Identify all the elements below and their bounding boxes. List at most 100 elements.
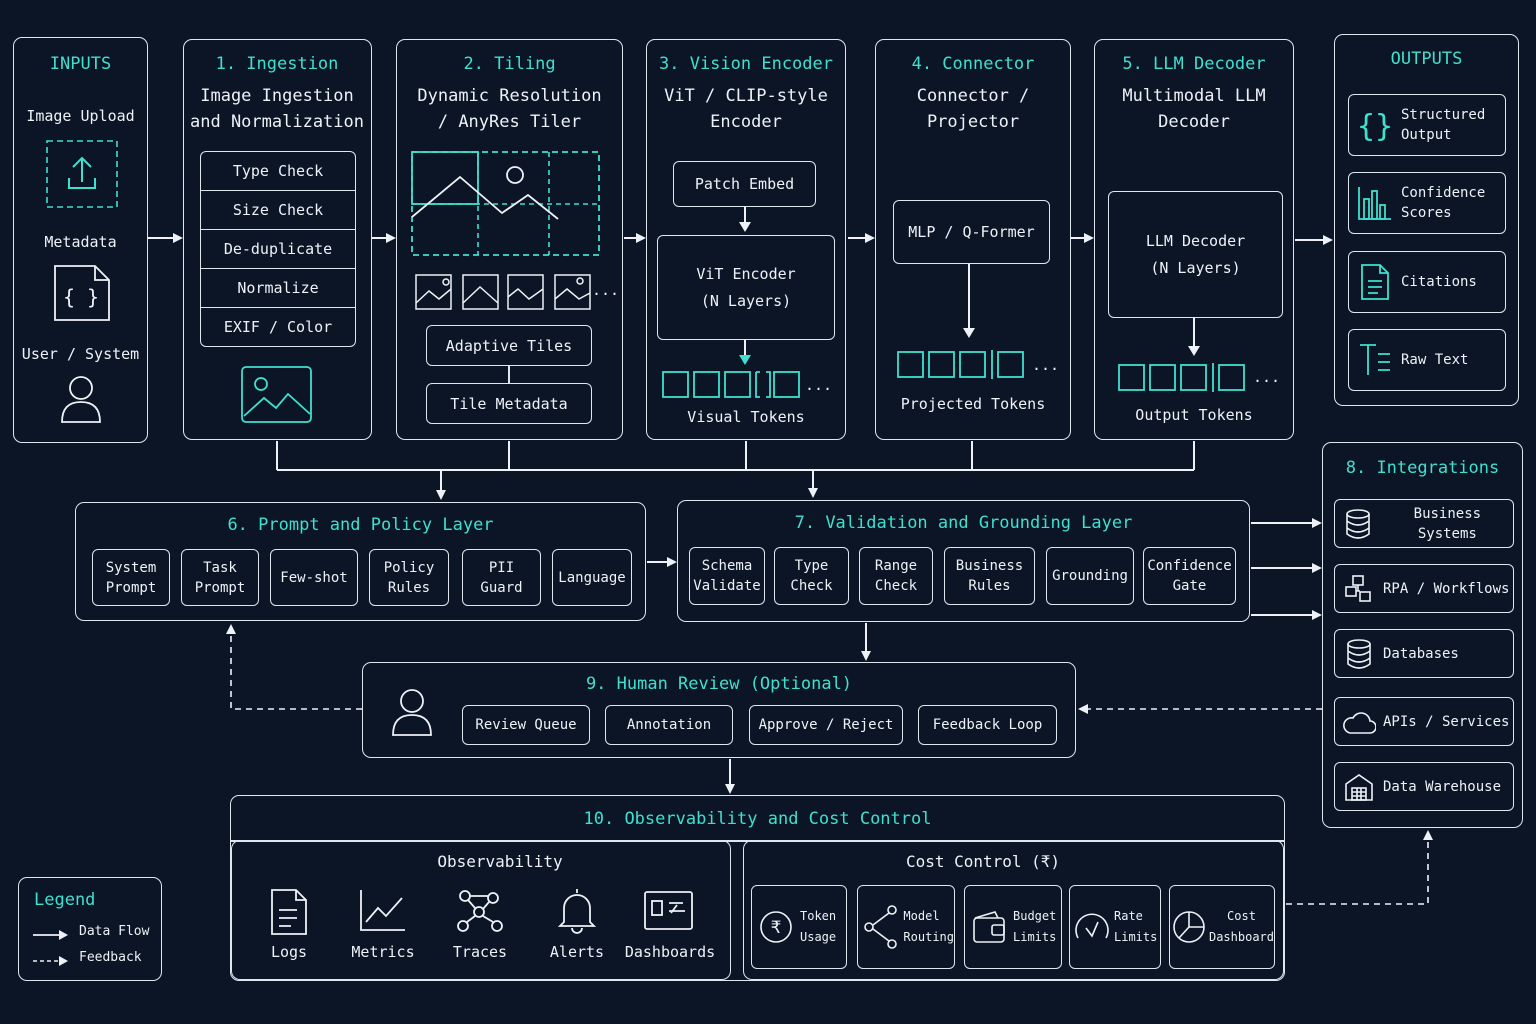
few-shot-box: Few-shot: [270, 549, 358, 606]
business-rules-box: Business Rules: [944, 547, 1035, 605]
output-structured: {} Structured Output: [1348, 94, 1506, 156]
document-icon: [269, 888, 309, 940]
output-citations: Citations: [1348, 251, 1506, 313]
tile-thumbnails: [415, 273, 615, 317]
ingestion-title: 1. Ingestion: [215, 54, 339, 74]
ingestion-steps: Type Check Size Check De-duplicate Norma…: [200, 151, 356, 347]
tiles-connector: [508, 366, 510, 383]
ingestion-subtitle: Image Ingestion and Normalization: [190, 86, 364, 132]
confidence-gate-box: Confidence Gate: [1143, 547, 1236, 605]
integration-business-systems: Business Systems: [1334, 499, 1514, 548]
legend-title: Legend: [34, 890, 96, 910]
patch-arrow: [744, 207, 746, 225]
step-type-check: Type Check: [201, 152, 355, 191]
token-usage-box: ₹ Token Usage: [751, 885, 847, 969]
integrations-title: 8. Integrations: [1345, 458, 1500, 478]
rate-limits-box: Rate Limits: [1069, 885, 1161, 969]
output-raw-text-label: Raw Text: [1401, 352, 1469, 368]
cloud-icon: [1335, 709, 1383, 735]
ingestion-panel: 1. Ingestion Image Ingestion and Normali…: [183, 39, 372, 440]
json-file-icon: { }: [52, 264, 112, 326]
bar-chart-icon: [1349, 185, 1401, 221]
logs-label: Logs: [270, 943, 308, 961]
review-queue-box: Review Queue: [462, 705, 590, 745]
grounding-box: Grounding: [1046, 547, 1134, 605]
outputs-title: OUTPUTS: [1390, 49, 1463, 69]
dashed-arrow-icon: [33, 952, 69, 971]
cost-control-section: Cost Control (₹) ₹ Token Usage Model Rou…: [743, 840, 1284, 980]
vision-subtitle: ViT / CLIP-style Encoder: [664, 86, 828, 132]
output-tokens-ellipsis: ...: [1253, 368, 1281, 386]
annotation-box: Annotation: [605, 705, 733, 745]
step-size-check: Size Check: [201, 191, 355, 230]
observability-subtitle: Observability: [437, 852, 563, 871]
model-routing-box: Model Routing: [857, 885, 955, 969]
tile-metadata-box: Tile Metadata: [426, 383, 592, 424]
inputs-title: INPUTS: [49, 54, 112, 74]
prompt-title: 6. Prompt and Policy Layer: [227, 515, 494, 535]
observability-section: Observability: [231, 840, 731, 980]
visual-token-blocks: [661, 370, 801, 404]
braces-icon: {}: [1349, 106, 1401, 144]
approve-reject-box: Approve / Reject: [749, 705, 903, 745]
model-routing-label: Model Routing: [903, 909, 954, 944]
alerts-label: Alerts: [549, 943, 605, 961]
language-box: Language: [552, 549, 632, 606]
budget-limits-box: Budget Limits: [964, 885, 1062, 969]
metadata-label: Metadata: [44, 233, 117, 251]
svg-text:{ }: { }: [63, 285, 99, 309]
integration-warehouse: Data Warehouse: [1334, 762, 1514, 811]
gauge-icon: [1070, 912, 1114, 942]
token-usage-label: Token Usage: [800, 909, 837, 944]
solid-arrow-icon: [33, 926, 69, 945]
connector-subtitle: Connector / Projector: [916, 86, 1030, 132]
text-icon: [1349, 342, 1401, 378]
cost-control-subtitle: Cost Control (₹): [905, 852, 1061, 871]
encoder-arrow: [744, 340, 746, 358]
projected-tokens-label: Projected Tokens: [900, 395, 1046, 413]
cost-dashboard-box: Cost Dashboard: [1169, 885, 1275, 969]
output-raw-text: Raw Text: [1348, 329, 1506, 391]
legend-data-flow: Data Flow: [79, 924, 150, 939]
upload-icon: [46, 140, 118, 212]
llm-decoder-box: LLM Decoder (N Layers): [1108, 191, 1283, 318]
dashboard-icon: [644, 891, 694, 935]
projected-tokens-ellipsis: ...: [1032, 356, 1060, 374]
observability-cost-panel: 10. Observability and Cost Control Obser…: [230, 795, 1285, 981]
connector-panel: 4. Connector Connector / Projector MLP /…: [875, 39, 1071, 440]
wallet-icon: [965, 910, 1013, 944]
legend-panel: Legend Data Flow Feedback: [18, 877, 162, 981]
budget-limits-label: Budget Limits: [1013, 909, 1057, 944]
integration-apis-label: APIs / Services: [1383, 713, 1510, 730]
decoder-arrow: [1193, 318, 1195, 348]
vit-encoder-box: ViT Encoder (N Layers): [657, 235, 835, 340]
step-deduplicate: De-duplicate: [201, 230, 355, 269]
output-structured-label: Structured Output: [1401, 107, 1486, 143]
user-system-label: User / System: [21, 345, 140, 363]
vision-encoder-panel: 3. Vision Encoder ViT / CLIP-style Encod…: [646, 39, 846, 440]
integration-business-label: Business Systems: [1413, 505, 1482, 542]
metrics-label: Metrics: [351, 943, 415, 961]
policy-rules-box: Policy Rules: [369, 549, 449, 606]
traces-label: Traces: [452, 943, 508, 961]
output-confidence: Confidence Scores: [1348, 172, 1506, 234]
integrations-panel: 8. Integrations Business Systems RPA / W…: [1322, 442, 1523, 828]
observability-title: 10. Observability and Cost Control: [583, 809, 932, 829]
bell-icon: [556, 886, 598, 938]
validation-title: 7. Validation and Grounding Layer: [794, 513, 1133, 533]
integration-rpa-label: RPA / Workflows: [1383, 580, 1510, 597]
prompt-policy-panel: 6. Prompt and Policy Layer System Prompt…: [75, 502, 646, 621]
task-prompt-box: Task Prompt: [181, 549, 259, 606]
integration-databases-label: Databases: [1383, 645, 1459, 662]
output-citations-label: Citations: [1401, 274, 1477, 290]
tiles-ellipsis: ...: [592, 281, 620, 299]
integration-databases: Databases: [1334, 629, 1514, 678]
mlp-qformer-box: MLP / Q-Former: [893, 200, 1050, 264]
patch-embed-box: Patch Embed: [673, 161, 816, 207]
llm-title: 5. LLM Decoder: [1122, 54, 1266, 74]
validation-panel: 7. Validation and Grounding Layer Schema…: [677, 500, 1250, 622]
feedback-loop-box: Feedback Loop: [918, 705, 1057, 745]
vision-title: 3. Vision Encoder: [659, 54, 833, 74]
mlp-arrow: [968, 264, 970, 332]
